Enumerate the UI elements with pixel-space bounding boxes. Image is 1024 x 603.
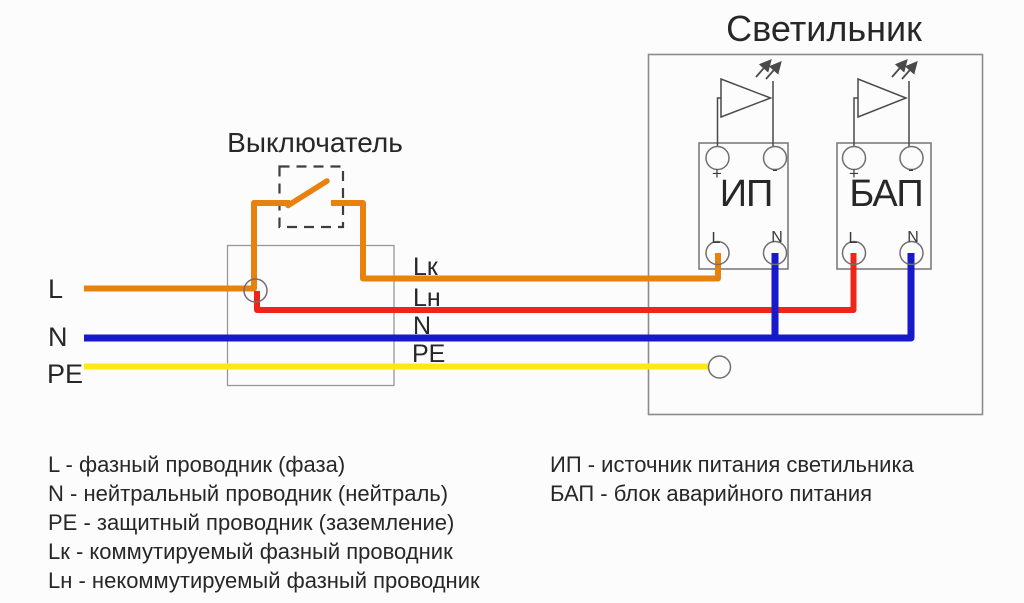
wire-label-n: N — [48, 322, 68, 352]
led-symbol-bap — [853, 58, 918, 147]
wire-label-ln: Lн — [413, 284, 441, 312]
legend-item: Lн - некоммутируемый фазный проводник — [48, 568, 480, 593]
wire-label-n-mid: N — [413, 312, 431, 340]
light-emission-arrow — [901, 60, 918, 80]
junction-box — [226, 244, 395, 387]
legend-item: ИП - источник питания светильника — [550, 452, 915, 477]
wire-l-phase — [84, 200, 290, 292]
ip-terminal-plus — [705, 145, 730, 171]
module-label-bap: БАП — [849, 173, 922, 215]
wire-label-l: L — [48, 274, 63, 304]
wire-n-neutral — [84, 253, 915, 342]
led-anode-lead — [853, 97, 858, 147]
wire-ln-unswitched — [254, 253, 857, 313]
ip-terminal-n — [762, 240, 788, 266]
bap-terminal-plus — [841, 145, 867, 171]
ip-module-box — [698, 142, 789, 270]
luminaire-box — [647, 53, 984, 416]
terminal-minus-label: - — [908, 160, 914, 179]
legend-item: БАП - блок аварийного питания — [550, 481, 872, 506]
led-symbol-ip — [716, 58, 782, 147]
terminal-l-label: L — [849, 230, 858, 247]
switch-dashed-box — [278, 165, 345, 229]
wire-label-lk: Lк — [413, 253, 439, 281]
junction-terminal — [243, 278, 268, 303]
bap-terminal-l — [841, 240, 867, 266]
light-emission-arrow — [755, 58, 772, 78]
wire-label-pe-mid: PE — [412, 340, 445, 368]
light-emission-arrow — [765, 60, 782, 80]
terminal-minus-label: - — [772, 160, 778, 179]
legend-item: L - фазный проводник (фаза) — [48, 452, 345, 477]
wire-label-pe: PE — [47, 359, 83, 389]
terminal-plus-label: + — [712, 164, 722, 183]
bap-terminal-n — [899, 240, 924, 266]
led-triangle — [720, 77, 773, 119]
ip-terminal-minus — [762, 145, 788, 171]
terminal-n-label: N — [771, 229, 783, 246]
switch-blade — [285, 178, 330, 209]
luminaire-title: Светильник — [726, 8, 922, 49]
led-anode-lead — [716, 97, 721, 147]
switch-title: Выключатель — [227, 127, 403, 158]
led-triangle — [857, 77, 909, 119]
terminal-l-label: L — [712, 230, 721, 247]
terminal-n-label: N — [907, 229, 919, 246]
ip-terminal-l — [705, 240, 730, 266]
bap-module-box — [836, 142, 932, 270]
module-label-ip: ИП — [720, 173, 773, 215]
legend-right: ИП - источник питания светильника БАП - … — [550, 452, 915, 506]
light-emission-arrow — [891, 58, 908, 78]
legend-left: L - фазный проводник (фаза) N - нейтраль… — [48, 452, 480, 593]
terminal-plus-label: + — [849, 164, 859, 183]
pe-terminal — [707, 355, 732, 379]
bap-terminal-minus — [899, 145, 924, 171]
legend-item: N - нейтральный проводник (нейтраль) — [48, 481, 448, 506]
wire-lk-switched — [331, 200, 721, 282]
legend-item: PE - защитный проводник (заземление) — [48, 510, 454, 535]
legend-item: Lк - коммутируемый фазный проводник — [48, 539, 453, 564]
